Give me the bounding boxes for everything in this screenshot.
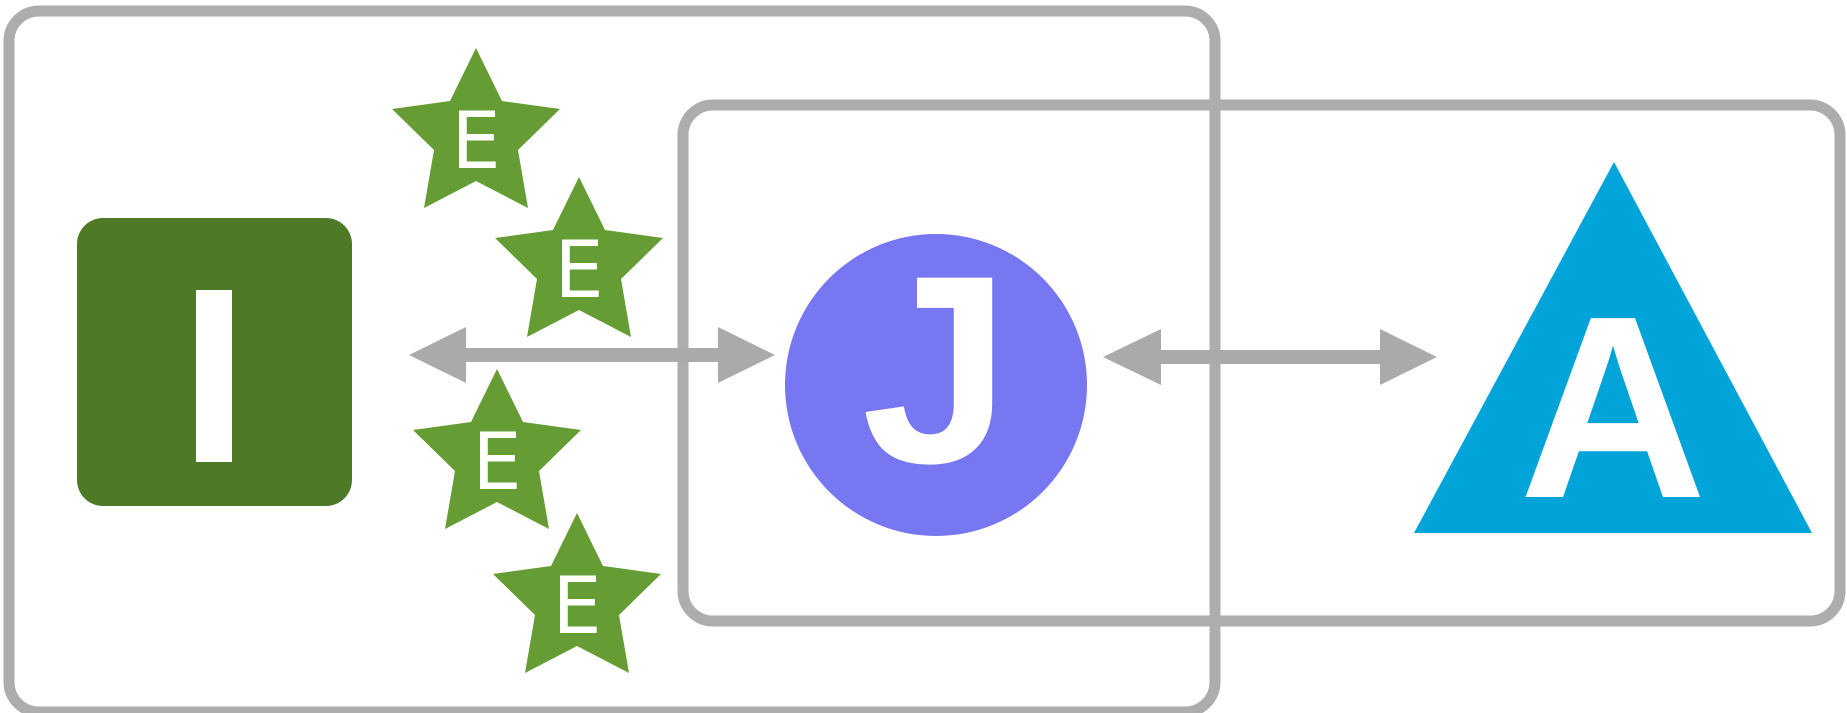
star-icon [493, 513, 661, 673]
i-node-label: I [179, 236, 248, 515]
a-node: A [1414, 162, 1812, 553]
star-node-4: E [493, 513, 661, 673]
star-icon [392, 48, 560, 208]
square-icon [77, 218, 352, 506]
star-node-3-label: E [472, 418, 521, 508]
star-node-2-label: E [554, 226, 603, 316]
star-node-2: E [495, 177, 663, 337]
group-frame-right [677, 99, 1846, 627]
star-node-1: E [392, 48, 560, 208]
star-icon [413, 369, 581, 529]
j-node: J [785, 219, 1087, 536]
circle-icon [785, 234, 1087, 536]
i-node: I [77, 218, 352, 515]
j-node-label: J [861, 219, 1010, 519]
a-node-label: A [1519, 263, 1707, 553]
triangle-icon [1414, 162, 1812, 533]
star-node-1-label: E [451, 97, 500, 187]
star-node-3: E [413, 369, 581, 529]
star-node-4-label: E [552, 562, 601, 652]
star-icon [495, 177, 663, 337]
double-arrow-j-a [1103, 329, 1437, 385]
double-arrow-i-j [409, 327, 775, 383]
